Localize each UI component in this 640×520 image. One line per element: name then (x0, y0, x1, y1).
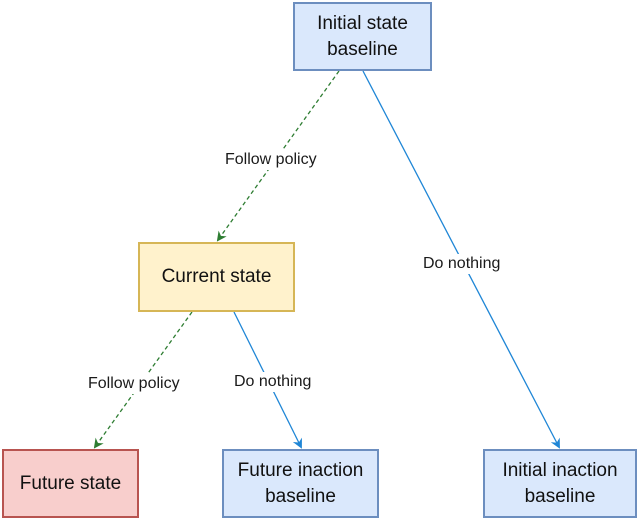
edge-label-initial-to-initial-inaction: Do nothing (421, 254, 503, 274)
node-initial-state-baseline-label: Initial state baseline (317, 12, 408, 60)
node-future-inaction-baseline-label: Future inaction baseline (237, 459, 364, 507)
node-initial-inaction-baseline-label: Initial inaction baseline (502, 459, 618, 507)
edge-label-current-to-future-inaction: Do nothing (232, 372, 314, 392)
node-current-state: Current state (138, 242, 295, 312)
edge-label-current-to-future: Follow policy (86, 374, 182, 394)
node-future-state-label: Future state (19, 472, 122, 494)
edge-label-initial-to-current: Follow policy (223, 150, 319, 170)
node-future-state: Future state (2, 449, 139, 518)
node-initial-state-baseline: Initial state baseline (293, 2, 432, 71)
node-current-state-label: Current state (161, 266, 272, 287)
node-initial-inaction-baseline: Initial inaction baseline (483, 449, 637, 518)
node-future-inaction-baseline: Future inaction baseline (222, 449, 379, 518)
